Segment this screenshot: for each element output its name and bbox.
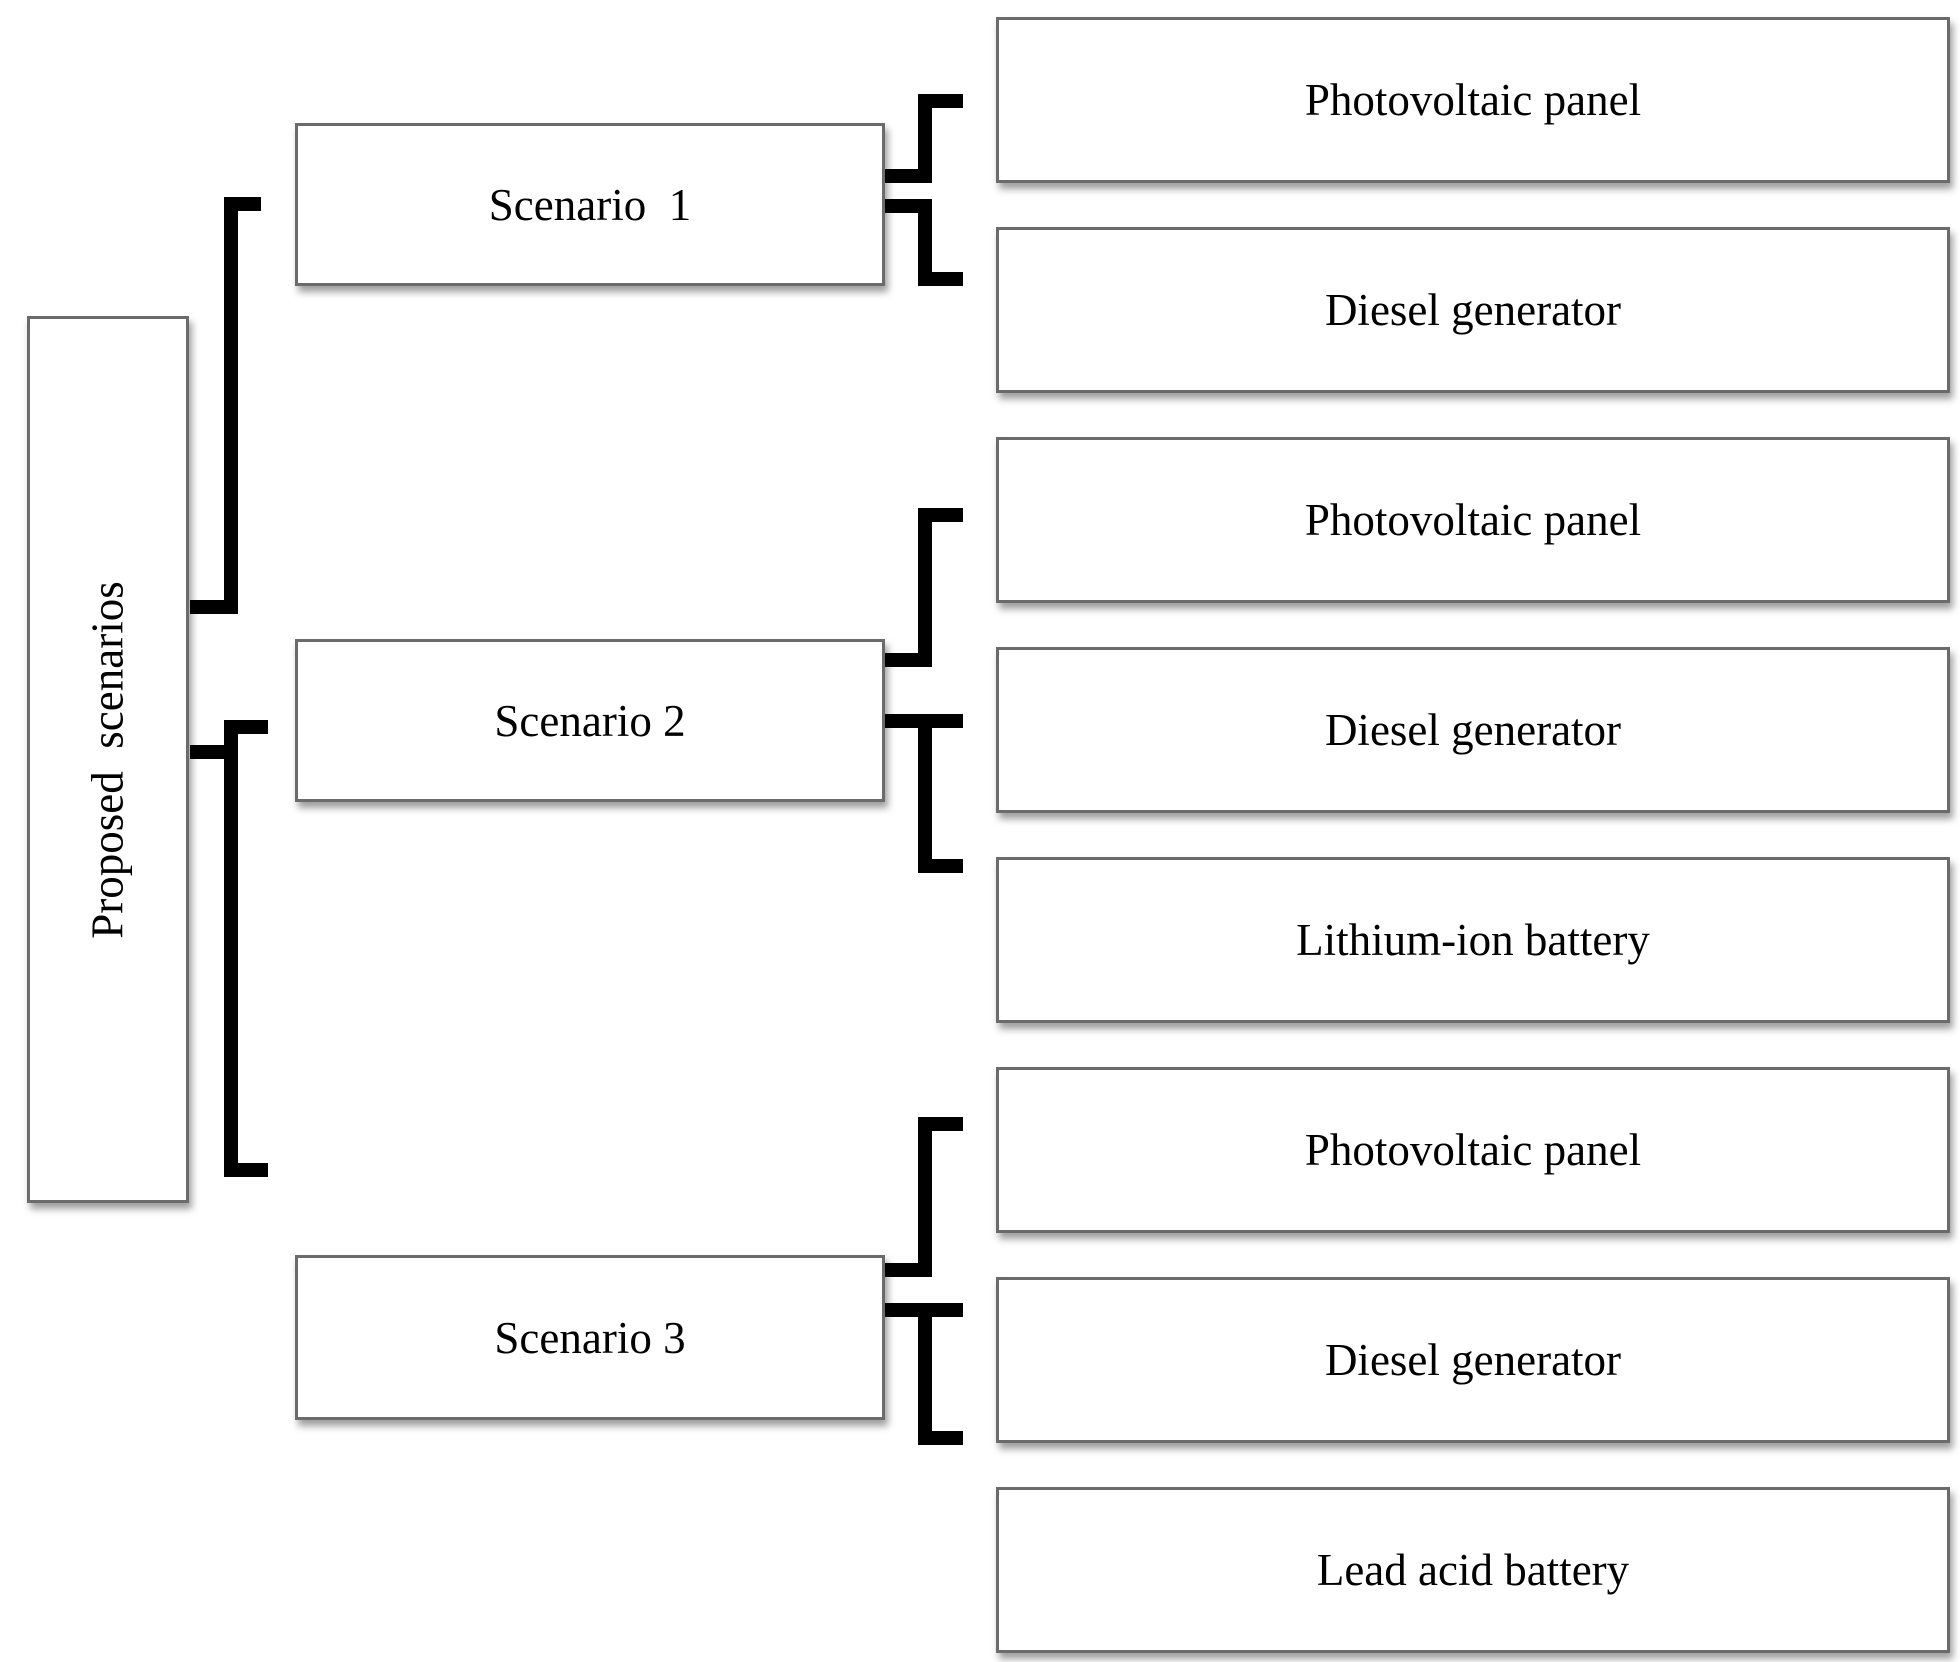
scenario-1-diesel-generator-label: Diesel generator xyxy=(1324,285,1622,335)
scenario-1-box: Scenario 1 xyxy=(295,123,885,286)
scenario-3-lead-acid-battery-label: Lead acid battery xyxy=(1316,1545,1630,1595)
proposed-scenarios-box: Proposed scenarios xyxy=(27,316,189,1203)
connector-scenario1-to-photovoltaic xyxy=(885,94,963,183)
scenario-1-photovoltaic-panel-box: Photovoltaic panel xyxy=(996,17,1950,183)
proposed-scenarios-label: Proposed scenarios xyxy=(83,580,133,939)
scenario-2-box: Scenario 2 xyxy=(295,639,885,802)
scenario-1-diesel-generator-box: Diesel generator xyxy=(996,227,1950,393)
scenario-2-diesel-generator-box: Diesel generator xyxy=(996,647,1950,813)
scenario-3-photovoltaic-panel-box: Photovoltaic panel xyxy=(996,1067,1950,1233)
connector-scenario3-to-photovoltaic xyxy=(885,1117,963,1277)
scenario-1-label: Scenario 1 xyxy=(488,179,692,230)
scenario-3-photovoltaic-panel-label: Photovoltaic panel xyxy=(1304,1125,1642,1175)
scenario-3-box: Scenario 3 xyxy=(295,1255,885,1420)
connector-scenario2-to-photovoltaic xyxy=(885,508,963,667)
scenario-2-photovoltaic-panel-label: Photovoltaic panel xyxy=(1304,495,1642,545)
scenario-2-diesel-generator-label: Diesel generator xyxy=(1324,705,1622,755)
scenario-2-photovoltaic-panel-box: Photovoltaic panel xyxy=(996,437,1950,603)
connector-scenario2-to-diesel-lithium xyxy=(885,714,963,873)
scenario-3-diesel-generator-box: Diesel generator xyxy=(996,1277,1950,1443)
scenario-3-lead-acid-battery-box: Lead acid battery xyxy=(996,1487,1950,1653)
connector-root-to-scenario1 xyxy=(190,197,261,614)
connector-root-to-scenario2-scenario3 xyxy=(190,720,268,1177)
scenario-3-label: Scenario 3 xyxy=(494,1312,686,1363)
connector-scenario3-to-diesel-lead xyxy=(885,1303,963,1445)
scenario-2-lithium-ion-battery-label: Lithium-ion battery xyxy=(1296,915,1650,965)
connector-scenario1-to-diesel xyxy=(885,199,963,286)
scenario-3-diesel-generator-label: Diesel generator xyxy=(1324,1335,1622,1385)
scenario-2-label: Scenario 2 xyxy=(494,695,686,746)
scenario-2-lithium-ion-battery-box: Lithium-ion battery xyxy=(996,857,1950,1023)
scenario-1-photovoltaic-panel-label: Photovoltaic panel xyxy=(1304,75,1642,125)
